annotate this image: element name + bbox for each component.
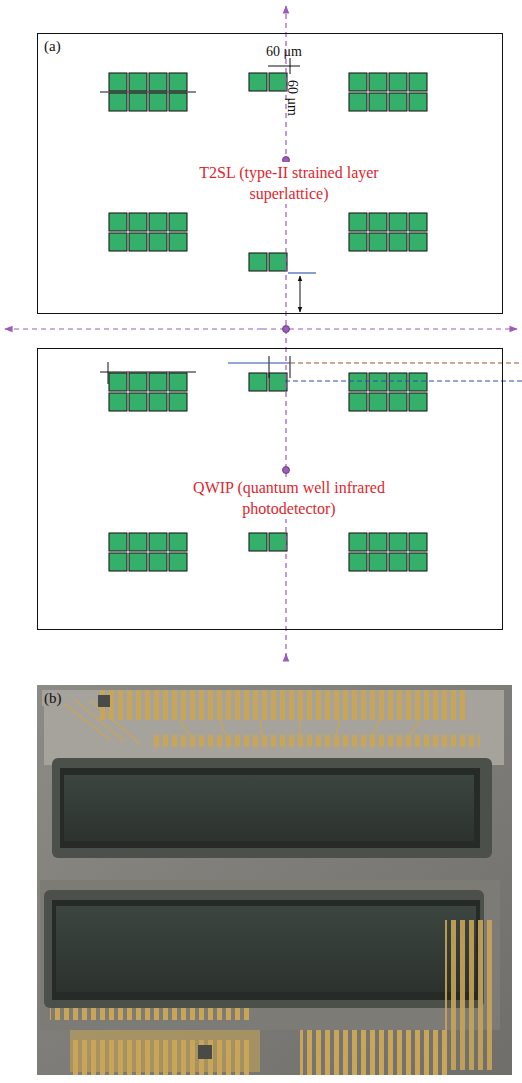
dimension-label: 60 μm [284, 80, 300, 116]
panel-box: T2SL (type-II strained layer superlattic… [37, 33, 503, 314]
photo [37, 685, 512, 1075]
axis-dots [283, 157, 290, 474]
dimension-lines [100, 58, 300, 384]
pixel-groups [108, 72, 428, 572]
material-label: T2SL (type-II strained layer superlattic… [190, 162, 388, 204]
panel-label: (a) [44, 38, 61, 54]
panel-label: (b) [42, 690, 64, 706]
material-label: QWIP (quantum well infrared photodetecto… [183, 477, 395, 519]
symmetry-axes [5, 6, 517, 658]
reference-lines [228, 273, 522, 381]
panel-box: QWIP (quantum well infrared photodetecto… [37, 348, 503, 630]
dimension-label: 60 μm [266, 44, 302, 60]
